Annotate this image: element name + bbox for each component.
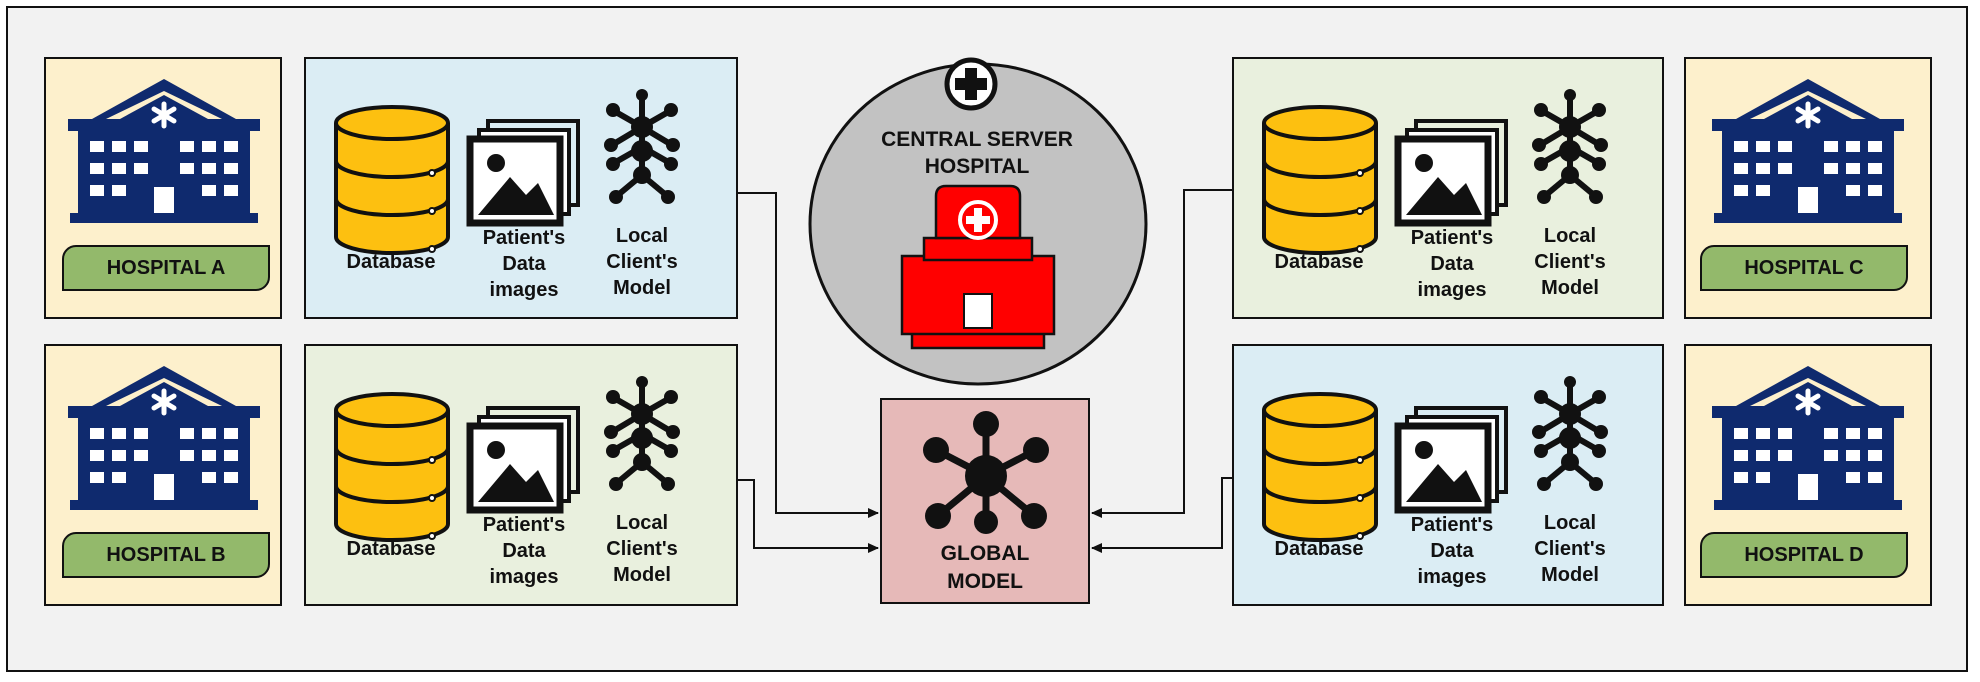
local-model-label: Local Client's Model (606, 512, 678, 586)
central-server-title: CENTRAL SERVER HOSPITAL (881, 128, 1073, 178)
medical-cross-icon (944, 57, 998, 111)
hospital-c-panel: HOSPITAL C (1684, 57, 1932, 319)
client-panel-b: Database Patient's Data images Local Cli… (304, 344, 738, 606)
database-label: Database (1274, 538, 1364, 560)
client-panel-d: Database Patient's Data images Local Cli… (1232, 344, 1664, 606)
client-panel-c: Database Patient's Data images Local Cli… (1232, 57, 1664, 319)
connector-client-b-to-global (738, 479, 879, 553)
local-model-label: Local Client's Model (1534, 225, 1606, 299)
hospital-b-panel: HOSPITAL B (44, 344, 282, 606)
hospital-label: HOSPITAL D (1700, 532, 1908, 578)
patient-images-label: Patient's Data images (482, 227, 566, 301)
global-model-box: GLOBAL MODEL (880, 398, 1090, 604)
central-hospital-building-icon (900, 184, 1056, 350)
hospital-label: HOSPITAL C (1700, 245, 1908, 291)
hospital-label: HOSPITAL B (62, 532, 270, 578)
connector-client-d-to-global (1091, 477, 1232, 553)
hospital-label: HOSPITAL A (62, 245, 270, 291)
database-label: Database (346, 251, 436, 273)
database-label: Database (346, 538, 436, 560)
hospital-a-panel: HOSPITAL A (44, 57, 282, 319)
global-model-network-icon (923, 411, 1049, 534)
global-model-label: GLOBAL MODEL (940, 542, 1030, 593)
hospital-d-panel: HOSPITAL D (1684, 344, 1932, 606)
patient-images-label: Patient's Data images (1410, 514, 1494, 588)
client-panel-a: Database Patient's Data images Local Cli… (304, 57, 738, 319)
local-model-label: Local Client's Model (606, 225, 678, 299)
patient-images-label: Patient's Data images (1410, 227, 1494, 301)
connector-client-a-to-global (738, 192, 879, 518)
patient-images-label: Patient's Data images (482, 514, 566, 588)
database-label: Database (1274, 251, 1364, 273)
local-model-label: Local Client's Model (1534, 512, 1606, 586)
connector-client-c-to-global (1091, 189, 1232, 518)
